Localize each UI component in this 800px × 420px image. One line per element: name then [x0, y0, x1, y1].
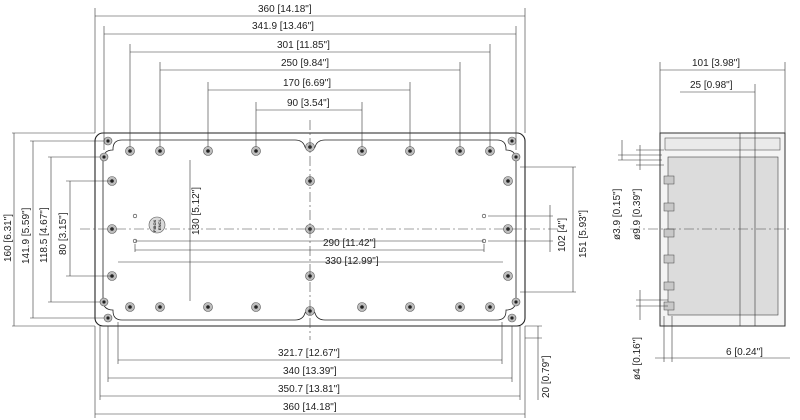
screw-hole — [488, 305, 492, 309]
screw-hole — [458, 305, 462, 309]
screw-hole — [254, 149, 258, 153]
screw-hole — [128, 305, 132, 309]
dim-side-dia-3-9: ø3.9 [0.15"] — [612, 188, 623, 240]
screw-hole — [110, 179, 114, 183]
screw-hole — [308, 309, 312, 313]
screw-hole — [408, 305, 412, 309]
screw-hole — [110, 274, 114, 278]
dim-side-6: 6 [0.24"] — [726, 347, 763, 358]
screw-hole — [158, 149, 162, 153]
screw-hole — [408, 149, 412, 153]
screw-bosses — [107, 142, 513, 316]
screw-hole — [506, 274, 510, 278]
dim-290: 290 [11.42"] — [323, 238, 376, 249]
dim-top-341: 341.9 [13.46"] — [252, 21, 314, 32]
dim-top-360: 360 [14.18"] — [258, 4, 312, 15]
dim-right-102: 102 [4"] — [557, 218, 568, 252]
dim-side-dia-4: ø4 [0.16"] — [632, 337, 643, 380]
dim-right-151: 151 [5.93"] — [578, 210, 589, 258]
side-view: 101 [3.98"] 25 [0.98"] ø3.9 [0.15"] ø9.9… — [612, 58, 790, 380]
logo-text-1: FIBOX — [152, 219, 157, 232]
dim-left-118: 118.5 [4.67"] — [39, 207, 50, 263]
dim-bottom-360: 360 [14.18"] — [283, 402, 337, 413]
screw-hole — [506, 179, 510, 183]
screw-hole — [360, 149, 364, 153]
right-dimensions: 102 [4"] 151 [5.93"] 20 [0.79"] — [488, 166, 589, 400]
screw-hole — [128, 149, 132, 153]
screw-hole — [206, 305, 210, 309]
logo: FIBOX ENCL — [148, 216, 166, 234]
dim-left-80: 80 [3.15"] — [58, 212, 69, 255]
dim-side-dia-9-9: ø9.9 [0.39"] — [632, 188, 643, 240]
screw-hole — [158, 305, 162, 309]
dim-left-160: 160 [6.31"] — [3, 214, 14, 262]
screw-hole — [308, 274, 312, 278]
screw-hole — [458, 149, 462, 153]
dim-bottom-321: 321.7 [12.67"] — [278, 348, 340, 359]
front-view: FIBOX ENCL 130 [5.12"] 290 [11.42"] 330 … — [80, 120, 560, 340]
screw-hole — [360, 305, 364, 309]
screw-hole — [488, 149, 492, 153]
logo-text-2: ENCL — [157, 219, 162, 230]
dim-top-90: 90 [3.54"] — [287, 98, 330, 109]
dim-bottom-340: 340 [13.39"] — [283, 366, 337, 377]
dim-bottom-350: 350.7 [13.81"] — [278, 384, 340, 395]
dim-right-20: 20 [0.79"] — [541, 355, 552, 398]
dim-side-25: 25 [0.98"] — [690, 80, 733, 91]
top-dimensions: 360 [14.18"] 341.9 [13.46"] 301 [11.85"]… — [94, 4, 526, 150]
dim-top-250: 250 [9.84"] — [281, 58, 329, 69]
bottom-dimensions: 321.7 [12.67"] 340 [13.39"] 350.7 [13.81… — [94, 322, 526, 418]
dim-130: 130 [5.12"] — [191, 187, 202, 235]
dim-left-141: 141.9 [5.59"] — [21, 207, 32, 264]
left-dimensions: 160 [6.31"] 141.9 [5.59"] 118.5 [4.67"] … — [3, 132, 110, 327]
screw-hole — [206, 149, 210, 153]
dim-top-170: 170 [6.69"] — [283, 78, 331, 89]
screw-hole — [254, 305, 258, 309]
dim-top-301: 301 [11.85"] — [277, 40, 330, 51]
dim-330: 330 [12.99"] — [325, 256, 379, 267]
dim-side-101: 101 [3.98"] — [692, 58, 740, 69]
